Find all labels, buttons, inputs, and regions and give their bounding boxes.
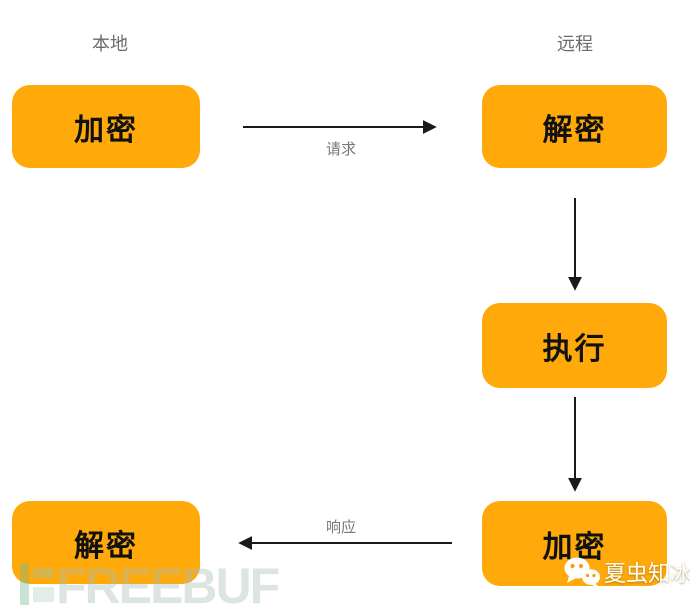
wechat-watermark: 夏虫知冰 — [563, 556, 690, 588]
node-remote-decrypt: 解密 — [482, 85, 667, 168]
node-local-encrypt: 加密 — [12, 85, 200, 168]
edge-label-request: 请求 — [325, 141, 357, 158]
wechat-account-name: 夏虫知冰 — [604, 561, 690, 586]
freebuf-logo-icon-bar — [33, 587, 54, 602]
node-remote-decrypt-label: 解密 — [542, 113, 607, 147]
column-label-remote: 远程 — [557, 34, 593, 54]
freebuf-logo-icon-bar — [33, 568, 54, 578]
wechat-icon — [563, 556, 601, 588]
node-local-encrypt-label: 加密 — [74, 113, 138, 147]
freebuf-watermark-text: FREEBUF — [56, 558, 280, 605]
node-remote-execute-label: 执行 — [542, 332, 607, 366]
node-remote-execute: 执行 — [482, 303, 667, 388]
node-local-decrypt-label: 解密 — [74, 529, 138, 563]
column-label-local: 本地 — [92, 34, 128, 54]
node-local-decrypt: 解密 — [12, 501, 200, 584]
edge-label-response: 响应 — [325, 519, 357, 536]
freebuf-logo-icon — [20, 563, 29, 605]
